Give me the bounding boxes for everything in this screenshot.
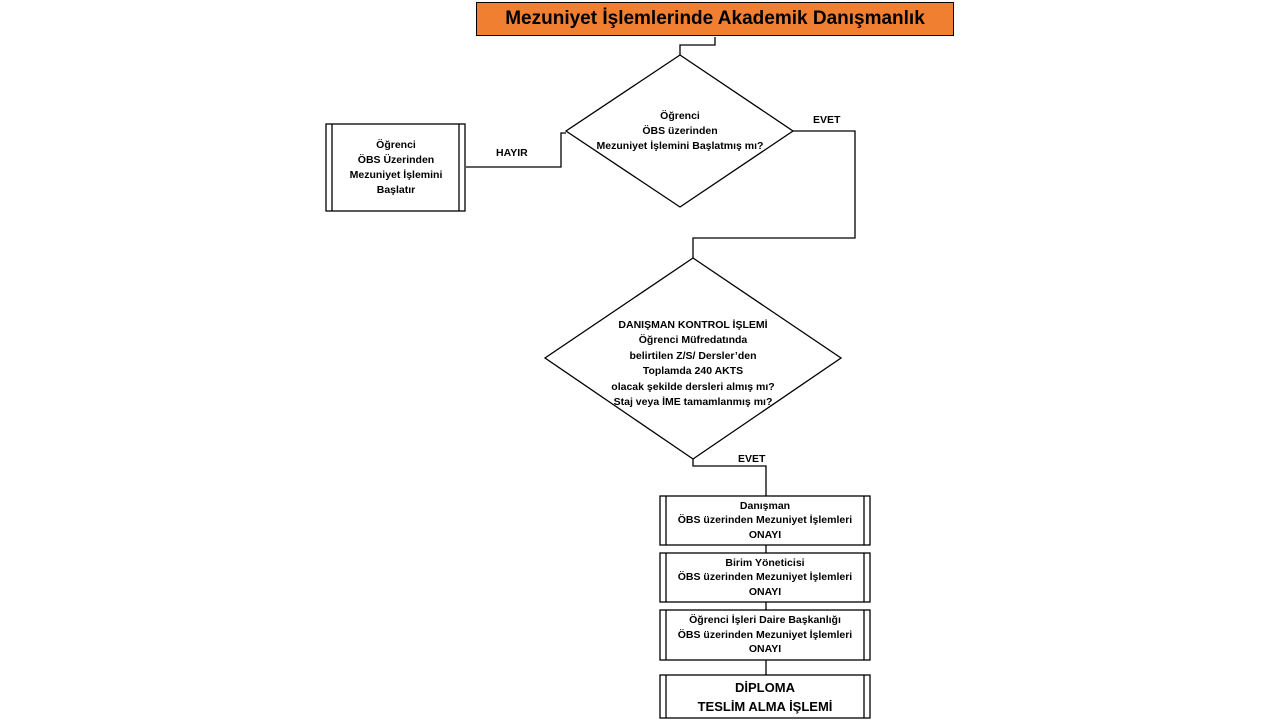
process-start-line: ÖBS Üzerinden — [357, 153, 435, 166]
approval-line: ONAYI — [748, 528, 782, 541]
label-yes-2: EVET — [738, 453, 766, 465]
approval-text-1: Danışman ÖBS üzerinden Mezuniyet İşlemle… — [666, 497, 864, 544]
decision2-line: Öğrenci Müfredatında — [638, 334, 748, 346]
label-yes-1: EVET — [813, 114, 841, 126]
process-start-text: Öğrenci ÖBS Üzerinden Mezuniyet İşlemini… — [334, 128, 458, 207]
process-start-line: Öğrenci — [376, 138, 416, 151]
decision1-text: Öğrenci ÖBS üzerinden Mezuniyet İşlemini… — [586, 101, 774, 161]
approval-text-2: Birim Yöneticisi ÖBS üzerinden Mezuniyet… — [666, 554, 864, 601]
decision2-line: Toplamda 240 AKTS — [642, 365, 744, 377]
diagram-title: Mezuniyet İşlemlerinde Akademik Danışman… — [476, 2, 954, 36]
final-shape — [659, 674, 871, 719]
connector-decision2-to-approval1 — [692, 459, 767, 496]
decision1-line: Mezuniyet İşlemini Başlatmış mı? — [596, 139, 764, 152]
process-start-line: Başlatır — [376, 183, 416, 196]
decision2-diamond — [543, 257, 843, 460]
approval-shape-3 — [659, 609, 871, 661]
connector-yes-branch — [692, 130, 856, 258]
label-no: HAYIR — [496, 147, 528, 159]
final-line: DİPLOMA — [735, 679, 795, 695]
approval-line: Öğrenci İşleri Daire Başkanlığı — [689, 614, 841, 627]
decision1-line: ÖBS üzerinden — [642, 124, 718, 137]
process-start-shape — [325, 123, 466, 212]
approval-text-3: Öğrenci İşleri Daire Başkanlığı ÖBS üzer… — [666, 611, 864, 659]
decision2-line: belirtilen Z/S/ Dersler’den — [629, 349, 757, 362]
approval-line: Birim Yöneticisi — [725, 556, 805, 569]
connector-no-branch — [466, 132, 566, 168]
approval-line: ONAYI — [748, 585, 782, 598]
connector-title-to-decision1 — [679, 37, 716, 55]
decision1-diamond — [564, 54, 795, 208]
approval-shape-1 — [659, 495, 871, 546]
approval-line: Danışman — [739, 499, 791, 512]
approval-shape-2 — [659, 552, 871, 603]
decision2-line: olacak şekilde dersleri almış mı? — [611, 380, 775, 393]
process-start-line: Mezuniyet İşlemini — [349, 168, 443, 181]
approval-line: ONAYI — [748, 643, 782, 656]
final-text: DİPLOMA TESLİM ALMA İŞLEMİ — [666, 676, 864, 717]
decision2-line: Staj veya İME tamamlanmış mı? — [613, 396, 773, 408]
approval-line: ÖBS üzerinden Mezuniyet İşlemleri — [677, 571, 853, 584]
approval-line: ÖBS üzerinden Mezuniyet İşlemleri — [677, 514, 853, 527]
final-line: TESLİM ALMA İŞLEMİ — [697, 698, 833, 714]
decision2-text: DANIŞMAN KONTROL İŞLEMİ Öğrenci Müfredat… — [583, 318, 803, 410]
approval-line: ÖBS üzerinden Mezuniyet İşlemleri — [677, 628, 853, 641]
decision2-line: DANIŞMAN KONTROL İŞLEMİ — [618, 318, 768, 331]
decision1-line: Öğrenci — [660, 109, 700, 122]
